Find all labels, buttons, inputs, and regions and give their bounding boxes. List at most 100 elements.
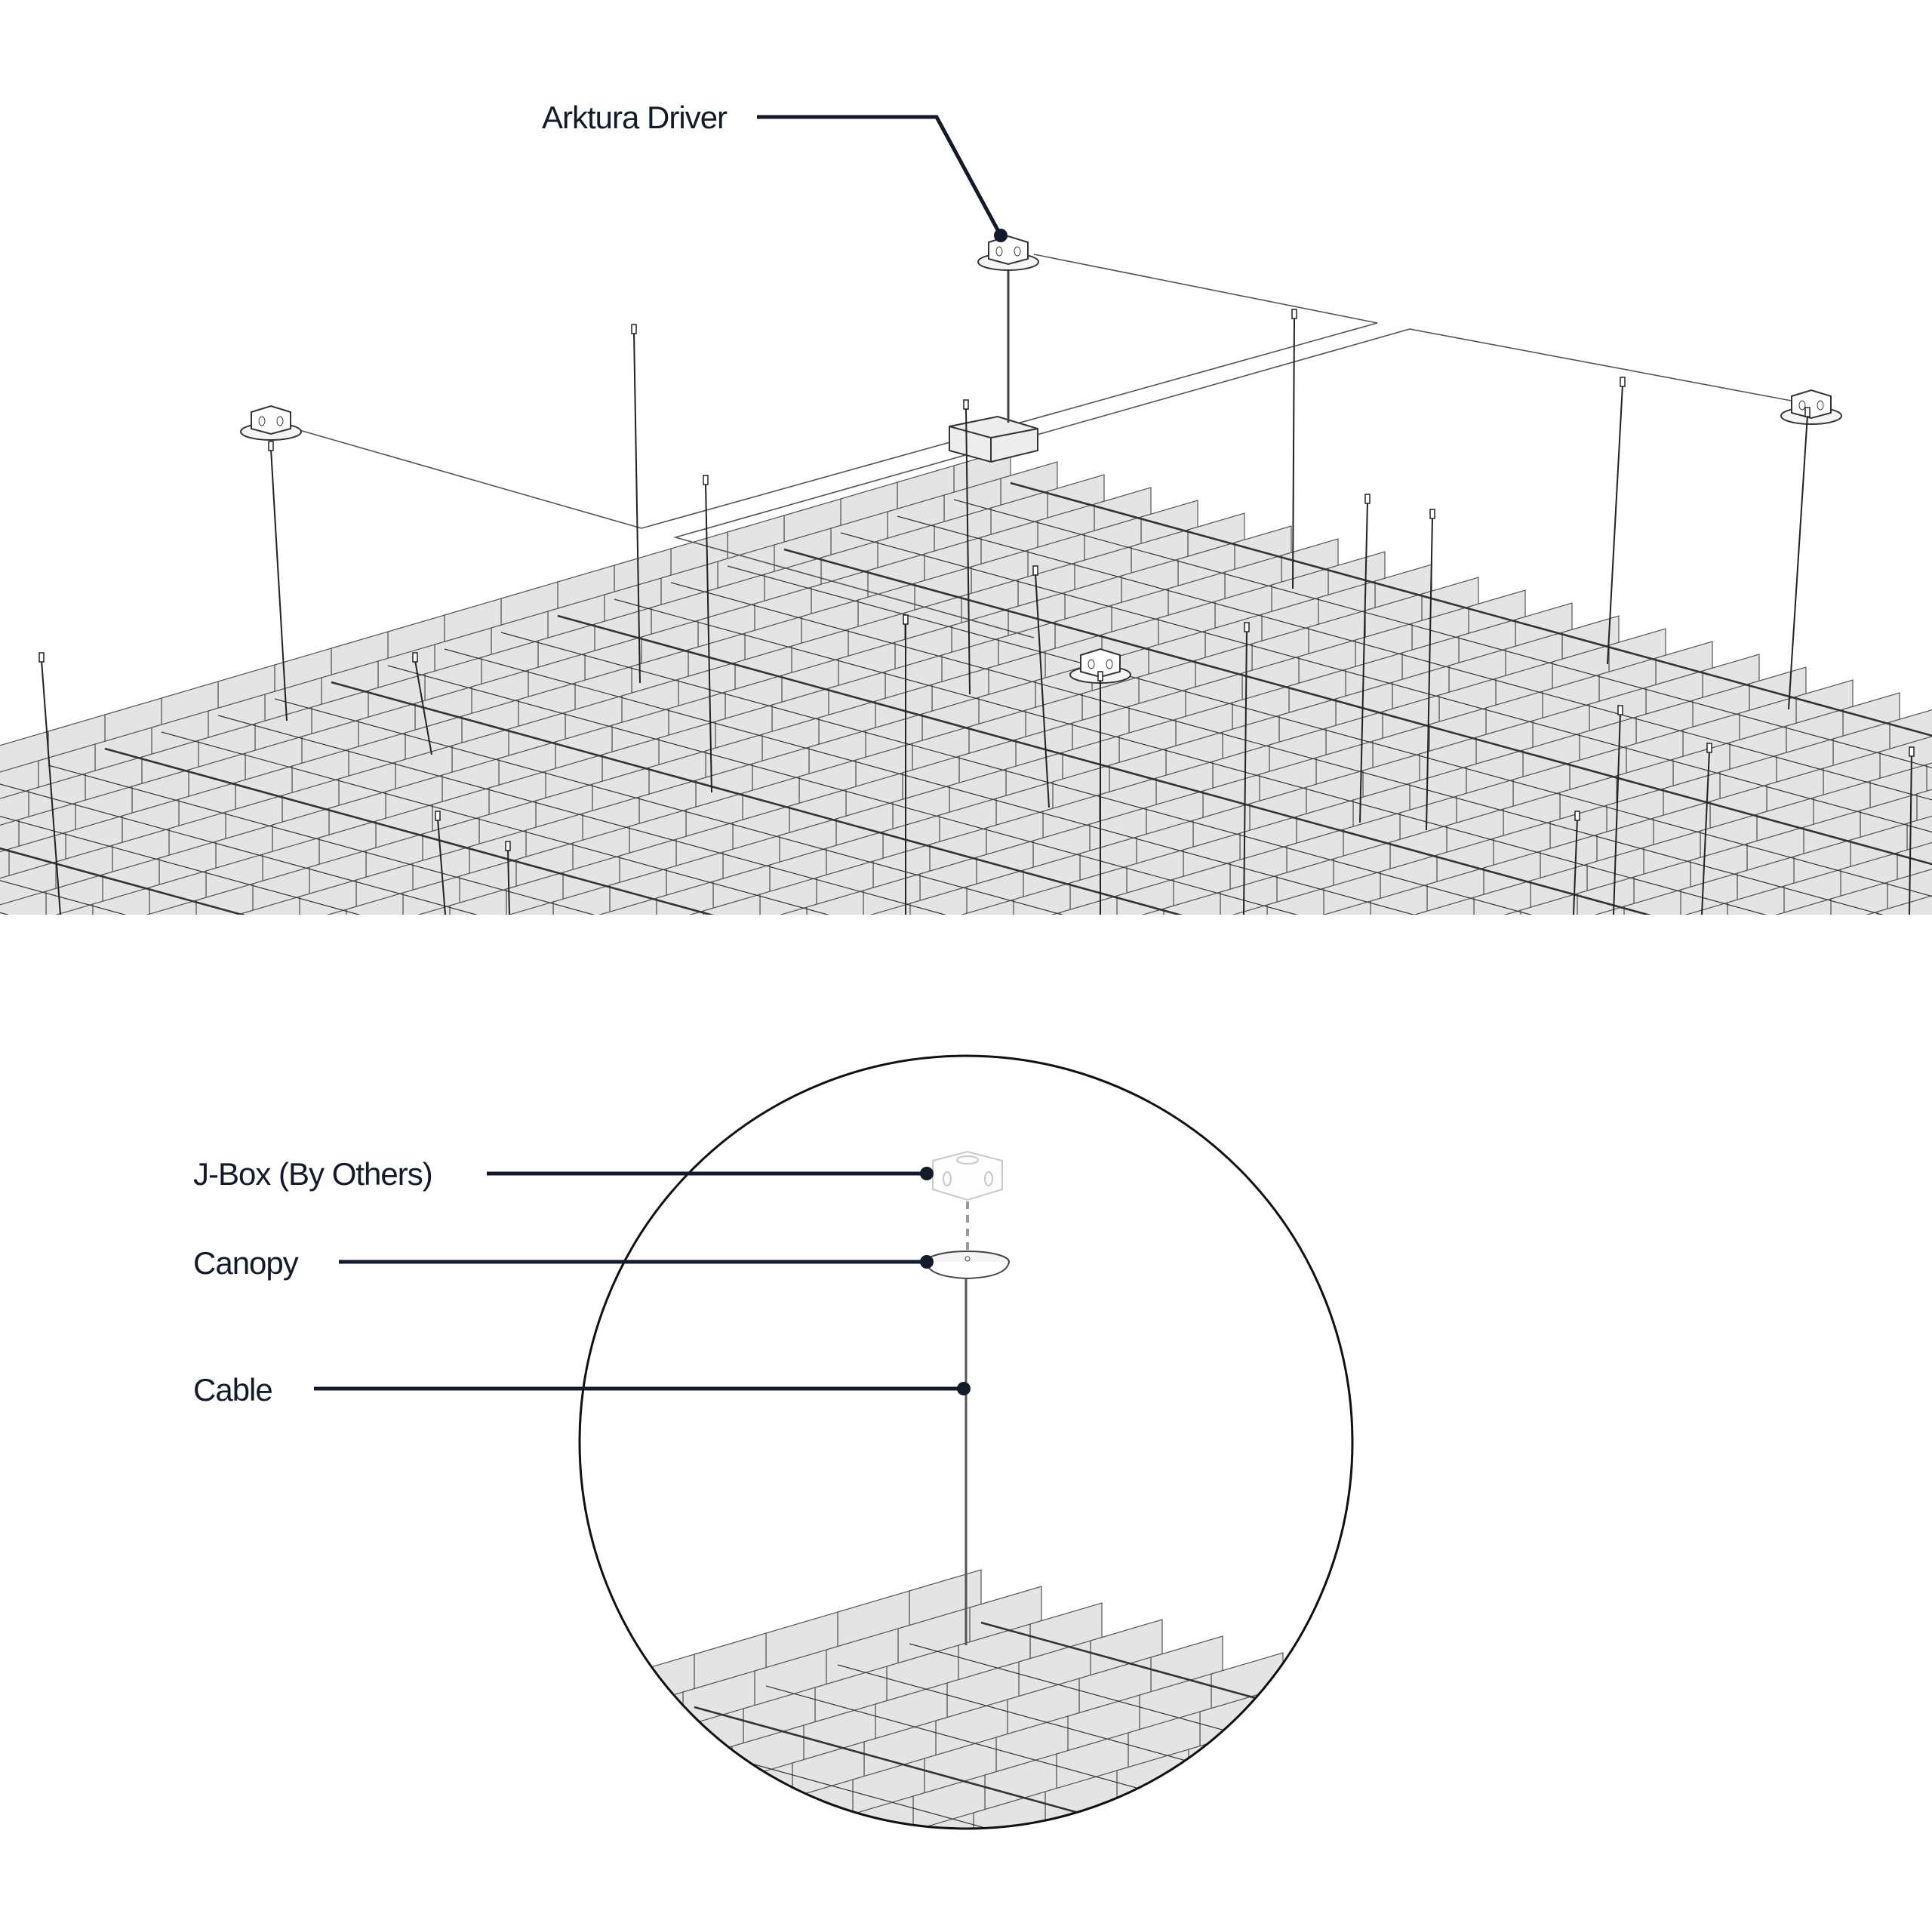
grid-runner xyxy=(104,747,715,915)
baffle-fin xyxy=(1905,967,1932,1017)
baffle-fin xyxy=(588,1767,661,1829)
baffle-fin xyxy=(1875,1055,1932,1106)
baffle-fin xyxy=(463,1310,519,1361)
baffle-fin xyxy=(1284,989,1341,1040)
baffle-fin xyxy=(334,1082,391,1133)
baffle-fin xyxy=(22,1254,78,1304)
baffle-fin xyxy=(383,935,440,986)
baffle-fin xyxy=(78,1237,135,1287)
cable-gripper xyxy=(505,841,511,851)
baffle-fin xyxy=(472,1281,529,1331)
baffle-fin xyxy=(1312,1061,1368,1112)
cable-gripper xyxy=(1620,377,1626,387)
baffle-fin xyxy=(1051,912,1061,915)
baffle-fin xyxy=(886,1266,943,1316)
baffle-fin xyxy=(61,1136,118,1186)
baffle-fin xyxy=(241,1057,297,1107)
knockout xyxy=(1088,659,1095,669)
baffle-fin xyxy=(1594,906,1625,915)
baffle-fin xyxy=(317,981,374,1032)
baffle-fin xyxy=(671,1708,744,1783)
baffle-fin xyxy=(214,985,270,1035)
baffle-fin xyxy=(1772,1059,1829,1109)
baffle-fin xyxy=(743,1387,800,1438)
baffle-fin xyxy=(1866,911,1878,915)
baffle-fin xyxy=(147,1031,204,1081)
baffle-fin xyxy=(1432,1158,1489,1209)
grid-runner xyxy=(500,632,1533,915)
power-wiring xyxy=(294,254,1808,638)
baffle-fin xyxy=(1435,998,1491,1049)
grid-runner xyxy=(274,698,1064,915)
baffle-fin xyxy=(1809,1101,1866,1152)
baffle-fin xyxy=(1329,1162,1386,1213)
baffle-fin xyxy=(623,1290,679,1340)
baffle-fin xyxy=(891,1850,962,1924)
baffle-fin xyxy=(1177,1765,1250,1829)
baffle-fin xyxy=(871,1004,928,1055)
baffle-fin xyxy=(1454,940,1511,990)
baffle-fin xyxy=(769,1817,842,1829)
grid-runner xyxy=(331,681,1183,915)
baffle-fin xyxy=(1536,1155,1592,1205)
baffle-fin xyxy=(83,917,140,968)
baffle-fin xyxy=(1491,982,1548,1032)
baffle-fin xyxy=(580,957,637,1008)
baffle-fin xyxy=(1602,1109,1659,1159)
hanger-cable xyxy=(41,660,61,915)
j-box xyxy=(240,405,302,441)
baffle-fin xyxy=(1265,1048,1321,1099)
hanger-cable xyxy=(1788,414,1808,710)
baffle-fin xyxy=(223,955,280,1006)
baffle-fin xyxy=(1745,987,1801,1038)
baffle-fin xyxy=(992,1102,1048,1152)
baffle-fin xyxy=(51,1165,108,1216)
baffle-fin xyxy=(1688,1004,1745,1054)
baffle-fin xyxy=(830,1834,902,1908)
baffle-fin xyxy=(578,1117,635,1168)
grid-runner xyxy=(727,565,1932,897)
baffle-fin xyxy=(1073,1317,1130,1367)
baffle-fin xyxy=(797,920,854,971)
baffle-fin xyxy=(974,1001,1031,1051)
baffle-fin xyxy=(622,1654,695,1729)
cable-gripper xyxy=(435,811,441,821)
baffle-fin xyxy=(1134,980,1191,1031)
grid-runner xyxy=(0,847,246,915)
j-box-body xyxy=(1080,648,1121,678)
baffle-fin xyxy=(1272,1179,1329,1229)
driver-leader-line xyxy=(757,115,1003,237)
baffle-fin xyxy=(502,1192,558,1243)
baffle-fin xyxy=(1922,1068,1932,1118)
baffle-fin xyxy=(637,940,694,991)
baffle-fin xyxy=(746,1227,802,1278)
grid-runner xyxy=(217,715,947,915)
baffle-fin xyxy=(598,1058,654,1109)
baffle-fin xyxy=(1078,997,1134,1048)
grid-runner xyxy=(670,582,1884,915)
cable-gripper xyxy=(1617,705,1623,715)
baffle-fin xyxy=(1499,1112,1555,1163)
knockout xyxy=(1817,400,1824,411)
baffle-fin xyxy=(1112,1199,1169,1250)
baffle-fin xyxy=(1085,1128,1142,1178)
cable-gripper xyxy=(903,614,909,625)
baffle-fin xyxy=(519,1294,576,1344)
baffle-fin xyxy=(611,1691,684,1767)
baffle-fin xyxy=(344,1053,401,1103)
grid-runner xyxy=(0,931,1073,1367)
j-box xyxy=(977,235,1039,271)
baffle-fin xyxy=(1518,1054,1575,1104)
baffle-fin xyxy=(718,1155,775,1206)
baffle-fin xyxy=(1048,1085,1105,1136)
baffle-fin xyxy=(1282,1149,1339,1200)
baffle-fin xyxy=(7,992,63,1043)
baffle-fin xyxy=(1762,1088,1819,1139)
baffle-fin xyxy=(785,1109,841,1160)
baffle-fin xyxy=(1469,1201,1526,1251)
baffle-fin xyxy=(787,949,844,1000)
baffle-fin xyxy=(1368,1044,1425,1095)
baffle-fin xyxy=(1696,1134,1752,1185)
baffle-fin xyxy=(906,1207,962,1257)
